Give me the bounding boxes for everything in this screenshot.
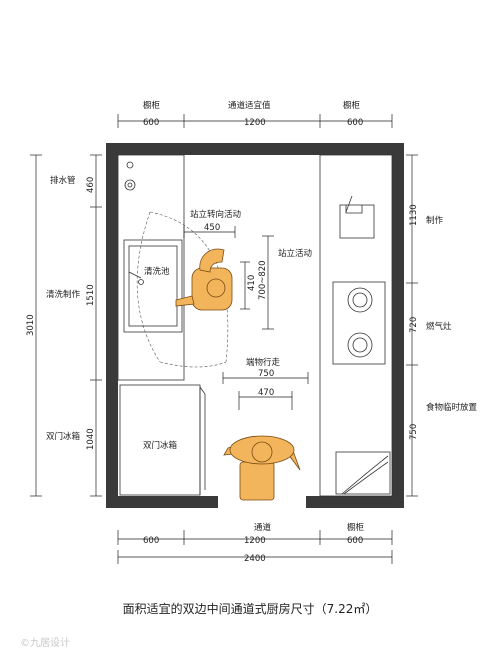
top-left-cabinet-label: 橱柜 [143,100,161,111]
kitchen-floor-plan: 清洗池 双门冰箱 [26,100,478,564]
dim-right-3: 750 [409,424,419,440]
washing-prep-label: 清洗制作 [46,289,81,300]
making-label: 制作 [426,215,444,226]
dim-vertical-range: 700~820 [258,260,268,300]
bottom-right-cabinet-label: 橱柜 [347,522,365,533]
dim-walk-inner: 470 [258,388,274,398]
right-wall [392,143,404,508]
dim-bottom-right: 600 [347,536,363,546]
dim-left-3: 1040 [86,428,96,450]
sink-icon [123,239,183,333]
dim-bottom-center: 1200 [244,536,266,546]
stand-turn-label: 站立转向活动 [190,209,242,220]
dim-bottom-total: 2400 [244,554,266,564]
dim-bottom-left: 600 [143,536,159,546]
dim-turn-width: 450 [204,223,220,233]
person-figure-sink [175,248,233,311]
dim-right-1: 1130 [409,204,419,226]
left-counter [117,154,185,381]
dim-left-2: 1510 [86,284,96,306]
passage-label: 通道 [254,522,272,533]
bottom-right-wall [306,496,404,508]
dim-top-left: 600 [143,118,159,128]
bottom-left-wall [106,496,218,508]
left-wall [106,143,118,508]
dim-vertical-410: 410 [247,275,257,291]
walls [106,143,404,508]
right-counter [319,154,393,497]
person-figure-walking [223,435,301,501]
drain-pipe-icon [124,161,136,191]
figure-caption: 面积适宜的双边中间通道式厨房尺寸（7.22㎡） [122,602,378,616]
dim-left-1: 460 [86,177,96,193]
stand-activity-label: 站立活动 [278,248,313,259]
gas-stove-icon [332,281,386,365]
dim-walk-outer: 750 [258,369,274,379]
fridge-icon [119,384,206,496]
fridge-label: 双门冰箱 [143,440,178,451]
dim-left-total: 3010 [26,314,36,336]
dim-right-2: 720 [409,317,419,333]
top-center-label: 通道适宜值 [228,100,271,111]
fridge-side-label: 双门冰箱 [46,431,81,442]
drain-pipe-label: 排水管 [50,175,76,186]
watermark: ©九居设计 [20,638,70,649]
dimension-lines [30,114,418,564]
side-walk-label: 端物行走 [246,357,281,368]
cutting-board-icon [339,195,375,239]
food-temp-label: 食物临时放置 [426,402,478,413]
stove-label: 燃气灶 [426,321,452,332]
dim-top-right: 600 [347,118,363,128]
sink-label: 清洗池 [144,266,170,277]
top-wall [106,143,404,155]
food-tray-icon [335,451,391,495]
top-right-cabinet-label: 橱柜 [343,100,361,111]
dim-top-center: 1200 [244,118,266,128]
